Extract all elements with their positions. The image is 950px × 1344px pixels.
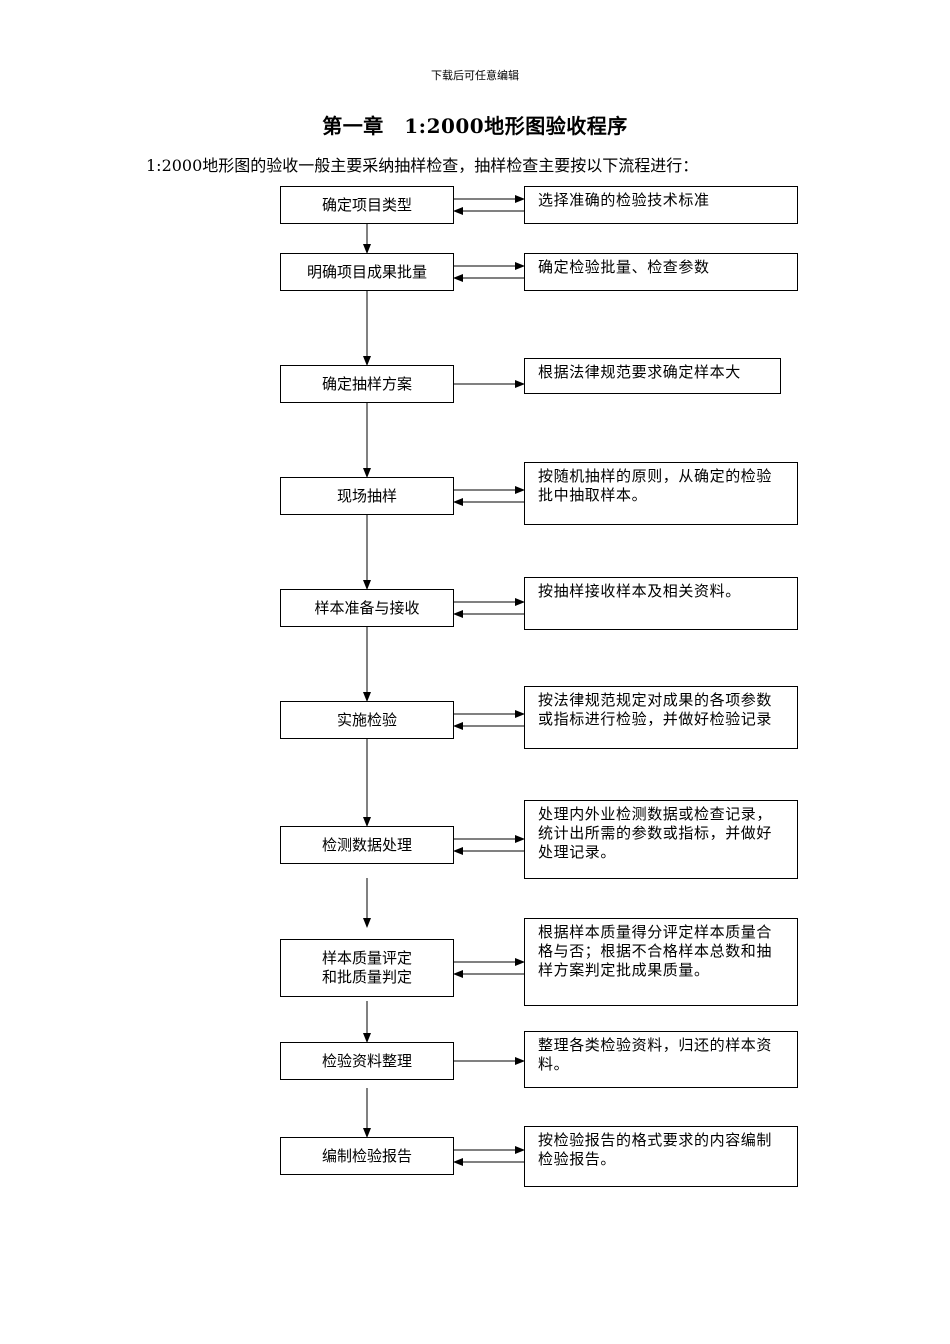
- flow-step-box: 确定抽样方案: [280, 365, 454, 403]
- flow-step-box: 样本准备与接收: [280, 589, 454, 627]
- flow-step-box: 检测数据处理: [280, 826, 454, 864]
- flow-step-description: 按法律规范规定对成果的各项参数或指标进行检验，并做好检验记录: [524, 686, 798, 749]
- flow-step-description: 选择准确的检验技术标准: [524, 186, 798, 224]
- intro-paragraph: 1:2000地形图的验收一般主要采纳抽样检查，抽样检查主要按以下流程进行：: [146, 156, 699, 175]
- flow-step-box: 检验资料整理: [280, 1042, 454, 1080]
- flow-step-description: 根据法律规范要求确定样本大: [524, 358, 781, 394]
- flow-step-description: 按随机抽样的原则，从确定的检验批中抽取样本。: [524, 462, 798, 525]
- header-note: 下载后可任意编辑: [431, 69, 519, 82]
- flow-step-description: 整理各类检验资料，归还的样本资料。: [524, 1031, 798, 1088]
- flow-step-box: 确定项目类型: [280, 186, 454, 224]
- flow-step-description: 按检验报告的格式要求的内容编制检验报告。: [524, 1126, 798, 1187]
- flow-step-box: 实施检验: [280, 701, 454, 739]
- flow-step-box: 现场抽样: [280, 477, 454, 515]
- flow-step-box: 明确项目成果批量: [280, 253, 454, 291]
- flow-step-description: 处理内外业检测数据或检查记录，统计出所需的参数或指标，并做好处理记录。: [524, 800, 798, 879]
- flow-step-description: 确定检验批量、检查参数: [524, 253, 798, 291]
- flow-step-description: 根据样本质量得分评定样本质量合格与否；根据不合格样本总数和抽样方案判定批成果质量…: [524, 918, 798, 1006]
- flow-step-box: 编制检验报告: [280, 1137, 454, 1175]
- page-title: 第一章 1:2000地形图验收程序: [322, 114, 628, 138]
- flow-step-description: 按抽样接收样本及相关资料。: [524, 577, 798, 630]
- flow-step-box: 样本质量评定 和批质量判定: [280, 939, 454, 997]
